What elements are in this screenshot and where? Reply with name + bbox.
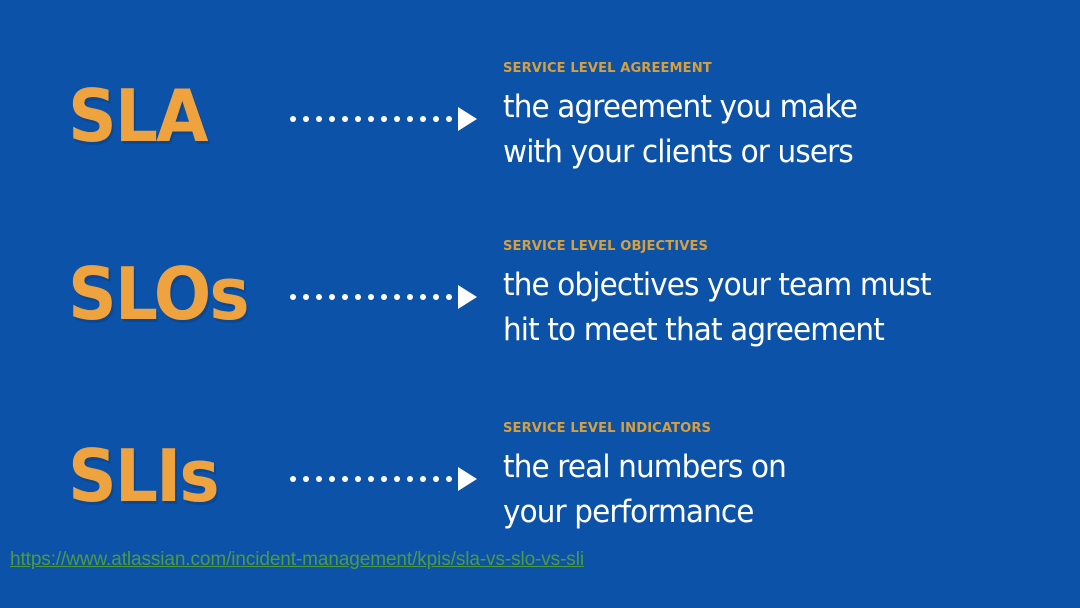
arrow-dot (342, 476, 348, 482)
arrow-dot (316, 476, 322, 482)
definition-text-sla: SERVICE LEVEL AGREEMENT the agreement yo… (503, 60, 1063, 175)
description-line: the real numbers on (503, 449, 787, 485)
arrow-dot (420, 294, 426, 300)
arrow-dot (329, 476, 335, 482)
definition-row-sla: SLA SERVICE LEVEL AGREEMENT (0, 60, 1080, 210)
arrow-dot (446, 116, 452, 122)
description-line: with your clients or users (503, 134, 854, 170)
arrow-dots (290, 116, 452, 122)
arrow-dot (407, 476, 413, 482)
arrow-dot (290, 476, 296, 482)
arrow-dot (368, 476, 374, 482)
arrow-dot (381, 476, 387, 482)
arrow-dot (420, 476, 426, 482)
arrow-dot (303, 294, 309, 300)
arrow-dot (381, 116, 387, 122)
caption-sla: SERVICE LEVEL AGREEMENT (503, 60, 712, 76)
arrow-dot (394, 294, 400, 300)
source-url-link[interactable]: https://www.atlassian.com/incident-manag… (10, 549, 584, 570)
arrow-dot (355, 476, 361, 482)
description-slos: the objectives your team must hit to mee… (503, 263, 1035, 353)
arrow-dot (368, 294, 374, 300)
arrow-dot (407, 294, 413, 300)
definition-row-slos: SLOs SERVICE LEVEL OBJECTIVES (0, 238, 1080, 388)
description-slis: the real numbers on your performance (503, 445, 1035, 535)
arrow-dot (303, 476, 309, 482)
arrow-dot (355, 116, 361, 122)
arrow-dot (433, 116, 439, 122)
arrow-dot (329, 116, 335, 122)
arrow-head-icon (458, 107, 477, 131)
arrow-dot (394, 476, 400, 482)
arrow-dot (290, 294, 296, 300)
arrow-dot (368, 116, 374, 122)
arrow-dots (290, 476, 452, 482)
definition-text-slis: SERVICE LEVEL INDICATORS the real number… (503, 420, 1063, 535)
arrow-dot (433, 294, 439, 300)
arrow-dot (446, 294, 452, 300)
description-sla: the agreement you make with your clients… (503, 85, 1035, 175)
definition-row-slis: SLIs SERVICE LEVEL INDICATORS (0, 420, 1080, 570)
arrow-dot (394, 116, 400, 122)
arrow-dot (290, 116, 296, 122)
description-line: the objectives your team must (503, 267, 932, 303)
arrow-dot (381, 294, 387, 300)
dotted-arrow-icon (290, 106, 477, 132)
arrow-dot (407, 116, 413, 122)
acronym-slis: SLIs (68, 434, 220, 518)
arrow-head-icon (458, 467, 477, 491)
arrow-dot (342, 116, 348, 122)
dotted-arrow-icon (290, 284, 477, 310)
arrow-dot (420, 116, 426, 122)
arrow-dot (446, 476, 452, 482)
description-line: the agreement you make (503, 89, 858, 125)
description-line: hit to meet that agreement (503, 312, 885, 348)
arrow-dot (433, 476, 439, 482)
arrow-dot (316, 294, 322, 300)
acronym-sla: SLA (68, 74, 209, 158)
arrow-dot (355, 294, 361, 300)
arrow-head-icon (458, 285, 477, 309)
caption-slis: SERVICE LEVEL INDICATORS (503, 420, 712, 436)
description-line: your performance (503, 494, 754, 530)
dotted-arrow-icon (290, 466, 477, 492)
arrow-dots (290, 294, 452, 300)
arrow-dot (303, 116, 309, 122)
caption-slos: SERVICE LEVEL OBJECTIVES (503, 238, 709, 254)
acronym-slos: SLOs (68, 252, 250, 336)
definition-text-slos: SERVICE LEVEL OBJECTIVES the objectives … (503, 238, 1063, 353)
arrow-dot (316, 116, 322, 122)
arrow-dot (342, 294, 348, 300)
arrow-dot (329, 294, 335, 300)
